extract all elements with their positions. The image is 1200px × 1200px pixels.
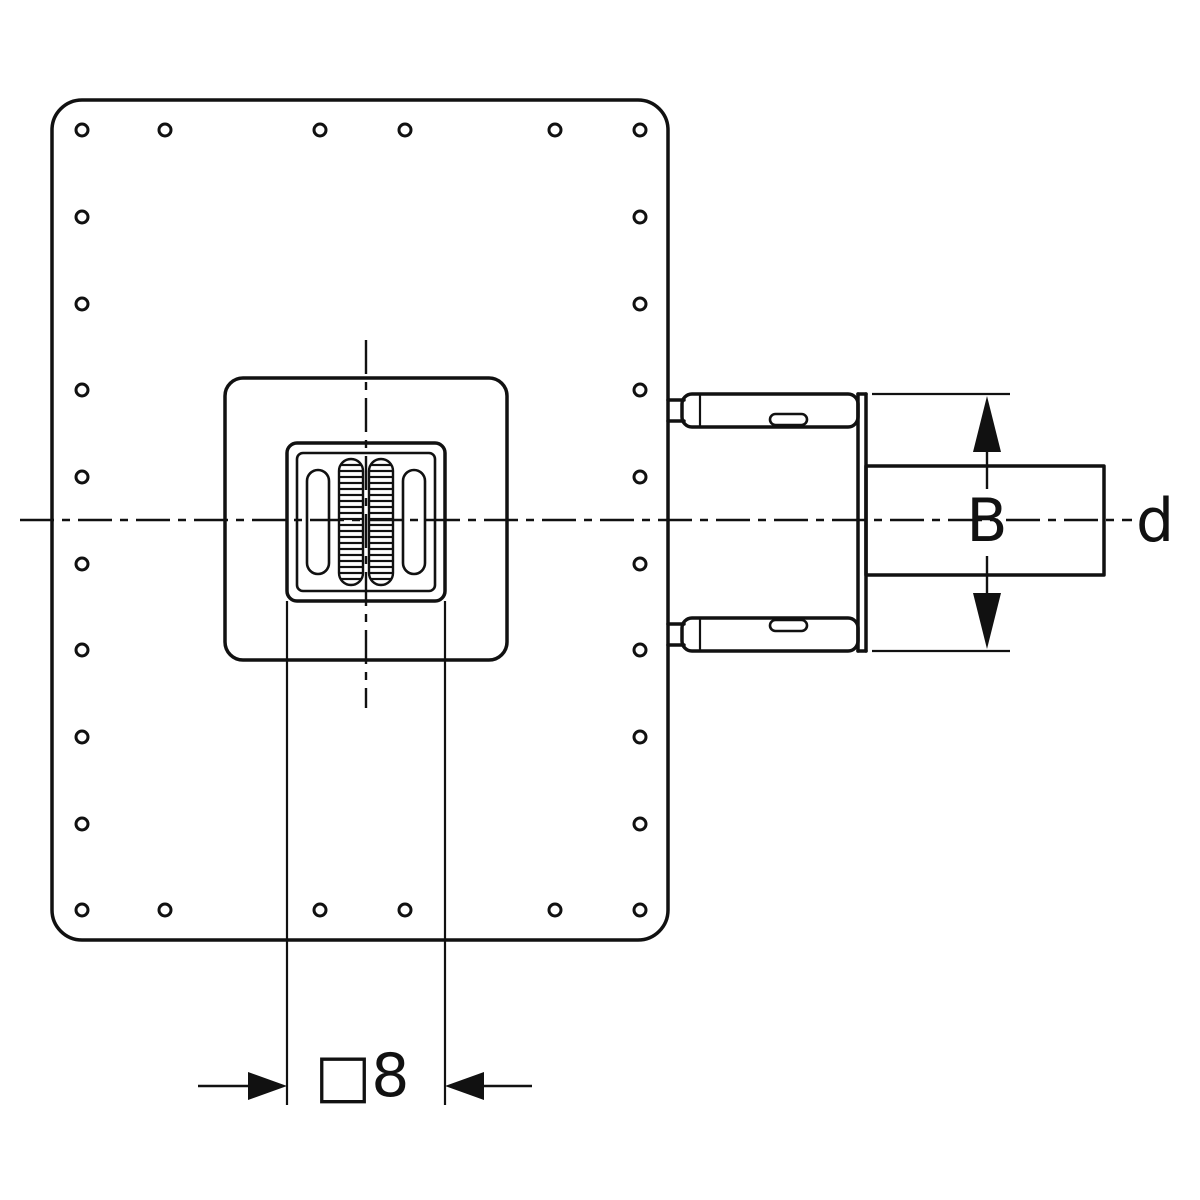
mounting-hole — [632, 296, 648, 312]
dimension-b: B — [872, 392, 1010, 653]
dimension-d-label: d — [1136, 486, 1174, 556]
arrow-down-icon — [973, 593, 1001, 649]
outlet-tab-slot-bottom — [768, 618, 809, 633]
mounting-hole — [74, 556, 90, 572]
dimension-grate: □8 — [198, 601, 532, 1111]
mounting-hole — [397, 122, 413, 138]
mounting-hole — [547, 122, 563, 138]
mounting-hole — [632, 122, 648, 138]
mounting-hole — [74, 642, 90, 658]
mounting-hole — [632, 209, 648, 225]
outlet-assembly — [666, 392, 1106, 653]
mounting-hole — [74, 469, 90, 485]
dimension-b-label: B — [966, 486, 1007, 556]
mounting-hole — [74, 382, 90, 398]
mounting-holes — [74, 122, 648, 918]
grate-slot-hatched-2 — [367, 457, 395, 587]
mounting-hole — [312, 902, 328, 918]
mounting-hole — [74, 209, 90, 225]
mounting-hole — [632, 902, 648, 918]
mounting-hole — [632, 556, 648, 572]
arrow-right-icon — [248, 1072, 287, 1100]
arrow-left-icon — [445, 1072, 484, 1100]
arrow-up-icon — [973, 396, 1001, 452]
grate-slots — [305, 457, 427, 587]
mounting-hole — [632, 816, 648, 832]
mounting-hole — [74, 296, 90, 312]
mounting-hole — [74, 816, 90, 832]
grate-slot-hatched-1 — [337, 457, 365, 587]
mounting-hole — [157, 122, 173, 138]
dimension-grate-label: □8 — [315, 1041, 410, 1111]
mounting-hole — [632, 469, 648, 485]
mounting-hole — [157, 902, 173, 918]
mounting-hole — [74, 122, 90, 138]
outlet-tab-slot-top — [768, 412, 809, 427]
mounting-hole — [547, 902, 563, 918]
grate-slot-left — [305, 468, 331, 576]
mounting-hole — [632, 642, 648, 658]
mounting-hole — [397, 902, 413, 918]
mounting-hole — [312, 122, 328, 138]
mounting-hole — [632, 729, 648, 745]
grate-slot-right — [401, 468, 427, 576]
mounting-hole — [74, 902, 90, 918]
mounting-hole — [74, 729, 90, 745]
mounting-hole — [632, 382, 648, 398]
